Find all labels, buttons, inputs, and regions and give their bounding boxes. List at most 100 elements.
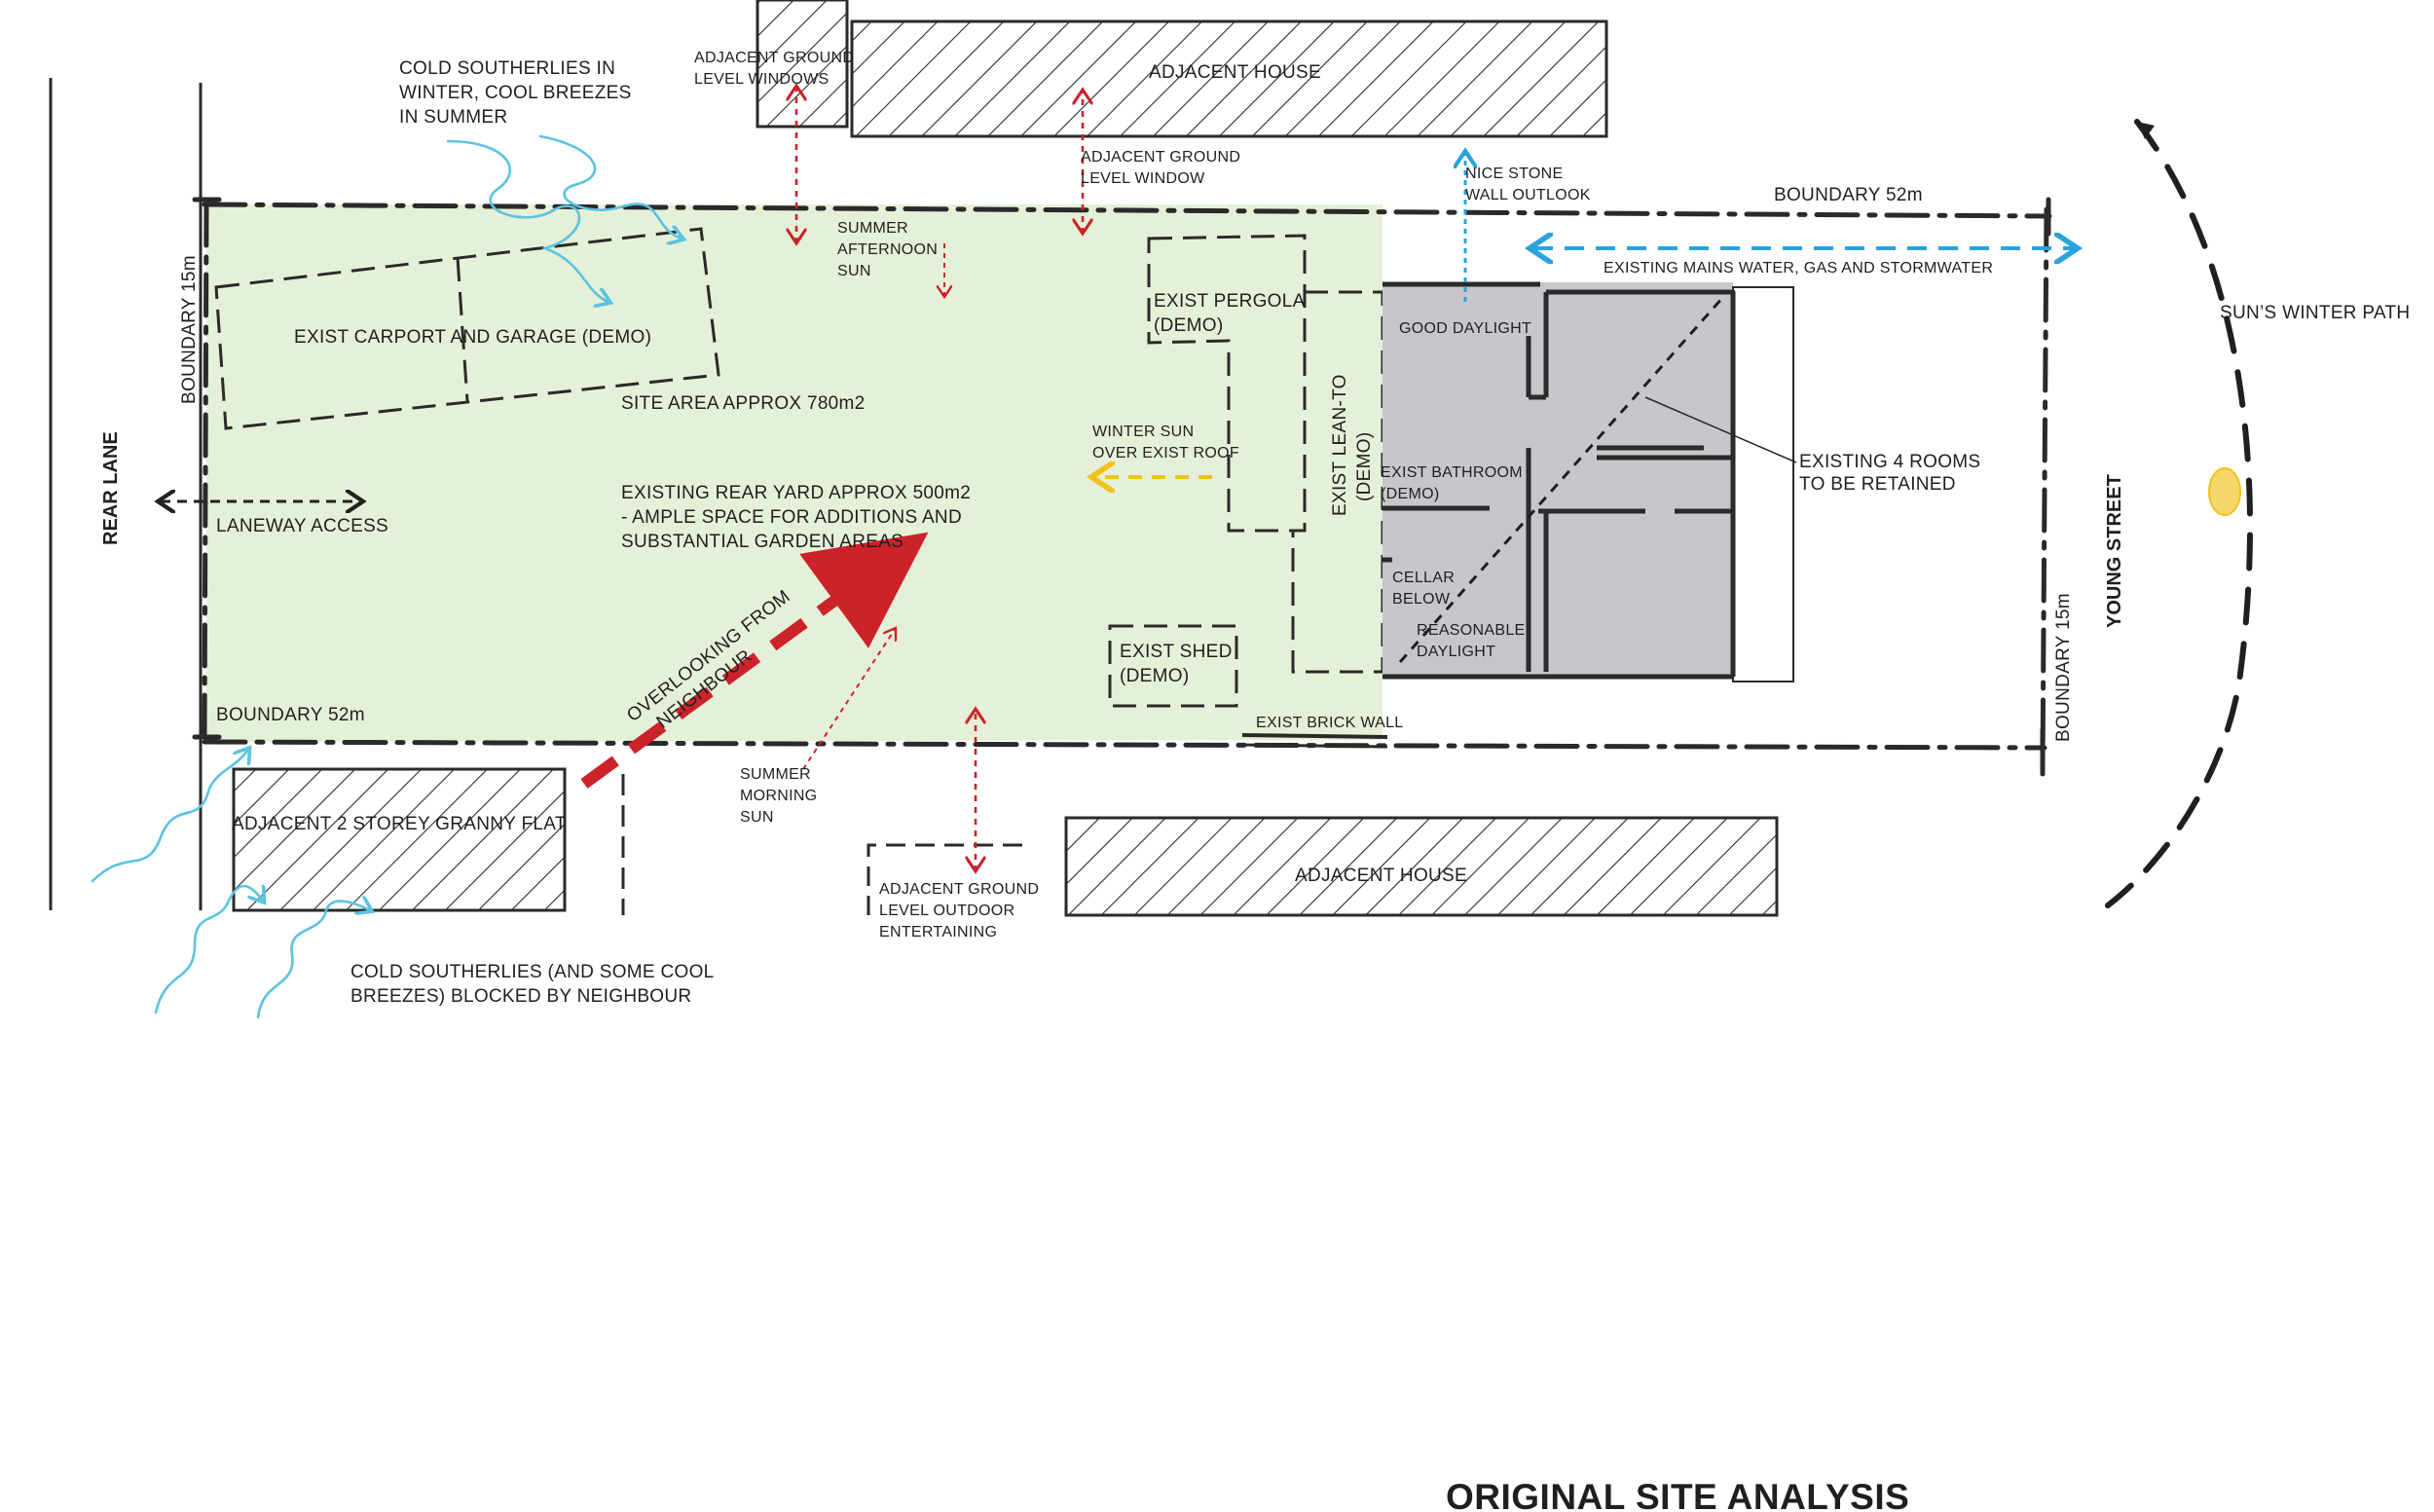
winter-sun-line1: WINTER SUN [1092,424,1194,440]
shed-line1: EXIST SHED [1120,642,1233,662]
laneway-access-label: LANEWAY ACCESS [216,516,388,536]
reasonable-daylight-line2: DAYLIGHT [1417,644,1495,660]
overlooking-arrow [580,532,929,789]
brick-wall [1241,733,1388,749]
boundary-bottom-label: BOUNDARY 52m [216,705,365,725]
cold-southerlies-bottom-line1: COLD SOUTHERLIES (AND SOME COOL [350,962,715,982]
page-title: ORIGINAL SITE ANALYSIS [1446,1477,1909,1512]
summer-afternoon-line3: SUN [837,263,871,279]
adjacent-buildings [232,0,1779,917]
adjacent-ground-windows-line1: ADJACENT GROUND [694,50,854,66]
boundary-left-label: BOUNDARY 15m [179,255,200,404]
cellar-line1: CELLAR [1392,570,1455,586]
good-daylight-label: GOOD DAYLIGHT [1399,320,1531,337]
adjacent-house-top [850,19,1608,138]
adjacent-outdoor-line3: ENTERTAINING [879,924,997,940]
summer-morning-line2: MORNING [740,788,817,804]
wind-squiggle [154,886,263,1014]
adjacent-house-bottom [1064,816,1779,917]
svg-text:EXIST LEAN-TO(DEMO): EXIST LEAN-TO(DEMO) [1330,374,1375,516]
svg-text:EXIST PERGOLA(DEMO): EXIST PERGOLA (DEMO) [1154,291,1306,336]
reasonable-daylight-line1: REASONABLE [1417,622,1525,639]
boundary-top-label: BOUNDARY 52m [1774,185,1923,205]
house-footprint [1383,282,1733,677]
sun-winter-path-label: SUN’S WINTER PATH [2220,303,2410,323]
cold-southerlies-bottom-line2: BREEZES) BLOCKED BY NEIGHBOUR [350,986,691,1007]
site-area-label: SITE AREA APPROX 780m2 [621,393,866,414]
winter-sun-line2: OVER EXIST ROOF [1092,445,1239,461]
cold-southerlies-top-line1: COLD SOUTHERLIES IN [399,58,615,79]
bathroom-line2: (DEMO) [1381,486,1439,502]
adjacent-house-bottom-label: ADJACENT HOUSE [1295,866,1467,886]
cold-southerlies-top-line3: IN SUMMER [399,107,507,128]
adjacent-outdoor-line2: LEVEL OUTDOOR [879,903,1014,919]
svg-text:EXIST BATHROOM(DEMO): EXIST BATHROOM (DEMO) [1381,464,1523,502]
lean-to-line2: (DEMO) [1354,432,1375,501]
sun-winter-path [2105,119,2254,908]
wind-squiggle [538,134,682,239]
carport-label: EXIST CARPORT AND GARAGE (DEMO) [294,327,651,348]
granny-flat [232,767,567,912]
summer-morning-line1: SUMMER [740,766,811,783]
summer-afternoon-line2: AFTERNOON [837,241,938,258]
svg-text:COLD SOUTHERLIES (AND SOME COO: COLD SOUTHERLIES (AND SOME COOL BREEZES) … [350,962,715,1007]
pergola-line1: EXIST PERGOLA [1154,291,1306,312]
adjacent-ground-window-line2: LEVEL WINDOW [1081,170,1205,187]
svg-text:EXISTING REAR YARD APPROX 500m: EXISTING REAR YARD APPROX 500m2 - AMPLE S… [621,483,971,552]
pergola-outline [1147,234,1307,533]
site-rear-yard [206,204,1383,742]
pergola-line2: (DEMO) [1154,315,1223,336]
privacy-arrows [580,86,1083,871]
rooms-leader-line [1644,396,1797,463]
adjacent-outdoor-line1: ADJACENT GROUND [879,881,1039,898]
granny-flat-label: ADJACENT 2 STOREY GRANNY FLAT [232,814,567,834]
lean-to-line1: EXIST LEAN-TO [1330,374,1350,516]
adjacent-ground-window-line1: ADJACENT GROUND [1081,149,1240,166]
summer-afternoon-line1: SUMMER [837,220,908,237]
wind-squiggle [91,750,248,883]
svg-text:EXIST SHED(DEMO): EXIST SHED (DEMO) [1120,642,1233,686]
bathroom-line1: EXIST BATHROOM [1381,464,1523,481]
rear-yard-line2: - AMPLE SPACE FOR ADDITIONS AND [621,507,962,528]
nice-stone-line1: NICE STONE [1465,166,1564,182]
sun-icon [2208,467,2241,516]
rear-lane [49,78,203,910]
mains-label: EXISTING MAINS WATER, GAS AND STORMWATER [1604,260,1993,277]
house-verandah-outline [1732,286,1794,682]
house-diagonal [1398,296,1725,663]
nice-stone-line2: WALL OUTLOOK [1465,187,1591,203]
rooms-retained-line1: EXISTING 4 ROOMS [1799,452,1980,472]
summer-morning-line3: SUN [740,809,774,826]
shed-line2: (DEMO) [1120,666,1189,686]
property-boundary [192,197,2052,777]
wind-arrows [91,134,682,1019]
boundary-right-label: BOUNDARY 15m [2053,593,2074,742]
cellar-line2: BELOW [1392,591,1451,608]
young-street-label: YOUNG STREET [2104,474,2125,628]
wind-squiggle [256,902,370,1019]
cold-southerlies-top-line2: WINTER, COOL BREEZES [399,83,632,103]
rear-yard-line1: EXISTING REAR YARD APPROX 500m2 [621,483,971,503]
existing-house [1383,281,1797,682]
brick-wall-label: EXIST BRICK WALL [1256,715,1404,731]
adjacent-house-top-label: ADJACENT HOUSE [1149,62,1321,83]
carport-garage-outline [214,227,720,430]
outdoor-entertaining-area [867,843,1022,915]
wind-squiggle [446,139,608,302]
rear-lane-label: REAR LANE [100,431,122,545]
rooms-retained-line2: TO BE RETAINED [1799,474,1956,495]
adjacent-ground-windows-line2: LEVEL WINDOWS [694,71,829,88]
rear-yard-line3: SUBSTANTIAL GARDEN AREAS [621,532,904,552]
